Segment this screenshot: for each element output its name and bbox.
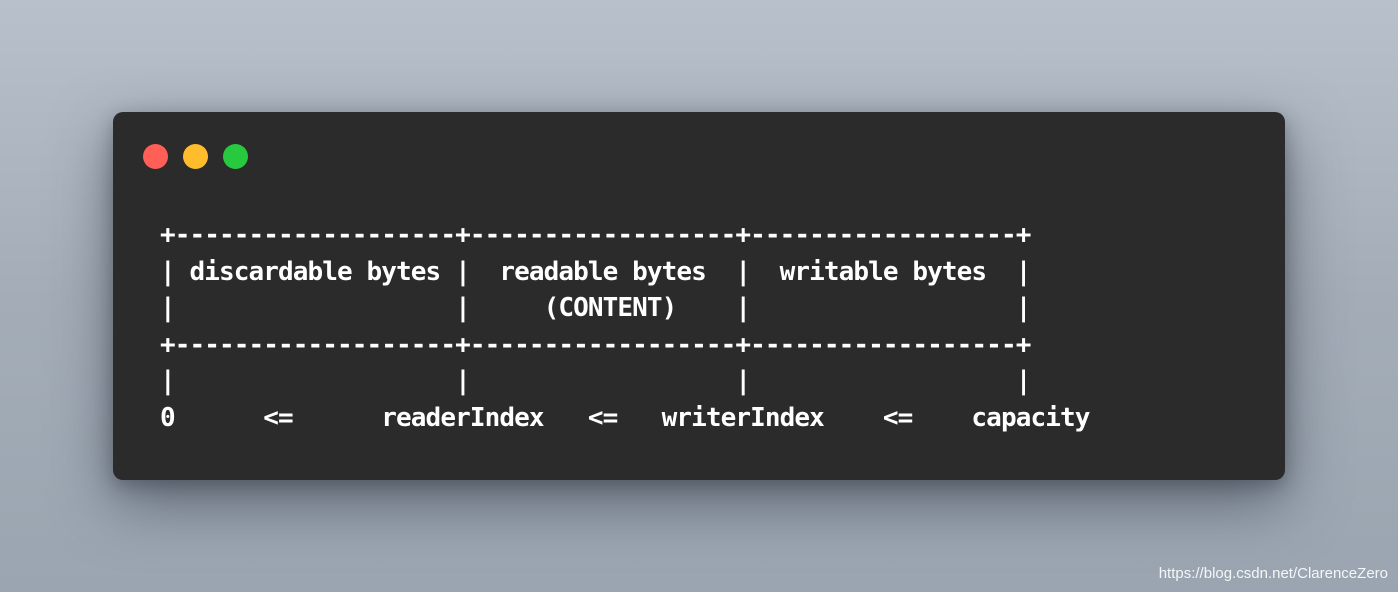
code-window: +-------------------+------------------+… [113,112,1285,480]
code-line: +-------------------+------------------+… [160,329,1031,360]
watermark-text: https://blog.csdn.net/ClarenceZero [1158,565,1388,582]
maximize-traffic-light-icon[interactable] [223,144,248,169]
code-line: | | (CONTENT) | | [160,293,1031,323]
minimize-traffic-light-icon[interactable] [183,144,208,169]
code-block: +-------------------+------------------+… [160,217,1090,436]
code-line: 0 <= readerIndex <= writerIndex <= capac… [160,402,1090,433]
window-controls [143,144,248,169]
code-line: | | | | [160,366,1031,396]
close-traffic-light-icon[interactable] [143,144,168,169]
code-line: +-------------------+------------------+… [160,220,1031,250]
code-line: | discardable bytes | readable bytes | w… [160,256,1031,287]
